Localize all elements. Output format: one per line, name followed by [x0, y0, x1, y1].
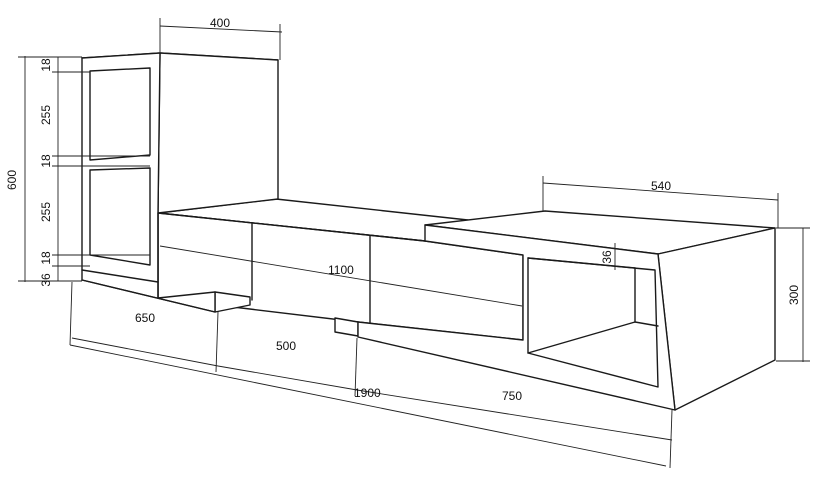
dimension-labels: 400 600 18 255 18 255 18 36 540 36 300 1…	[5, 16, 801, 403]
dim-label-750: 750	[502, 389, 522, 403]
dim-label-1900: 1900	[354, 386, 381, 400]
dim-label-255-lower: 255	[39, 202, 53, 222]
dim-label-18-middle: 18	[39, 154, 53, 168]
tall-tower	[81, 52, 279, 313]
dim-label-36-left: 36	[39, 273, 53, 287]
tower-upper-compartment	[89, 67, 151, 161]
tower-lower-compartment	[89, 167, 151, 266]
low-cabinet	[157, 198, 524, 341]
dim-label-540: 540	[651, 179, 671, 193]
dim-label-500: 500	[276, 339, 296, 353]
dim-label-255-upper: 255	[39, 105, 53, 125]
tower-side	[157, 52, 279, 214]
right-box	[357, 210, 776, 411]
plinth-middle	[334, 317, 359, 337]
dim-label-600: 600	[5, 170, 19, 190]
dimension-lines	[18, 18, 810, 469]
right-box-side	[657, 227, 776, 411]
dim-label-18-bottom: 18	[39, 251, 53, 265]
dim-label-400: 400	[210, 16, 230, 30]
dim-label-650: 650	[135, 311, 155, 325]
dim-label-300: 300	[787, 285, 801, 305]
dim-label-36-right: 36	[600, 250, 614, 264]
dim-label-18-top: 18	[39, 58, 53, 72]
dim-label-1100: 1100	[328, 263, 354, 277]
